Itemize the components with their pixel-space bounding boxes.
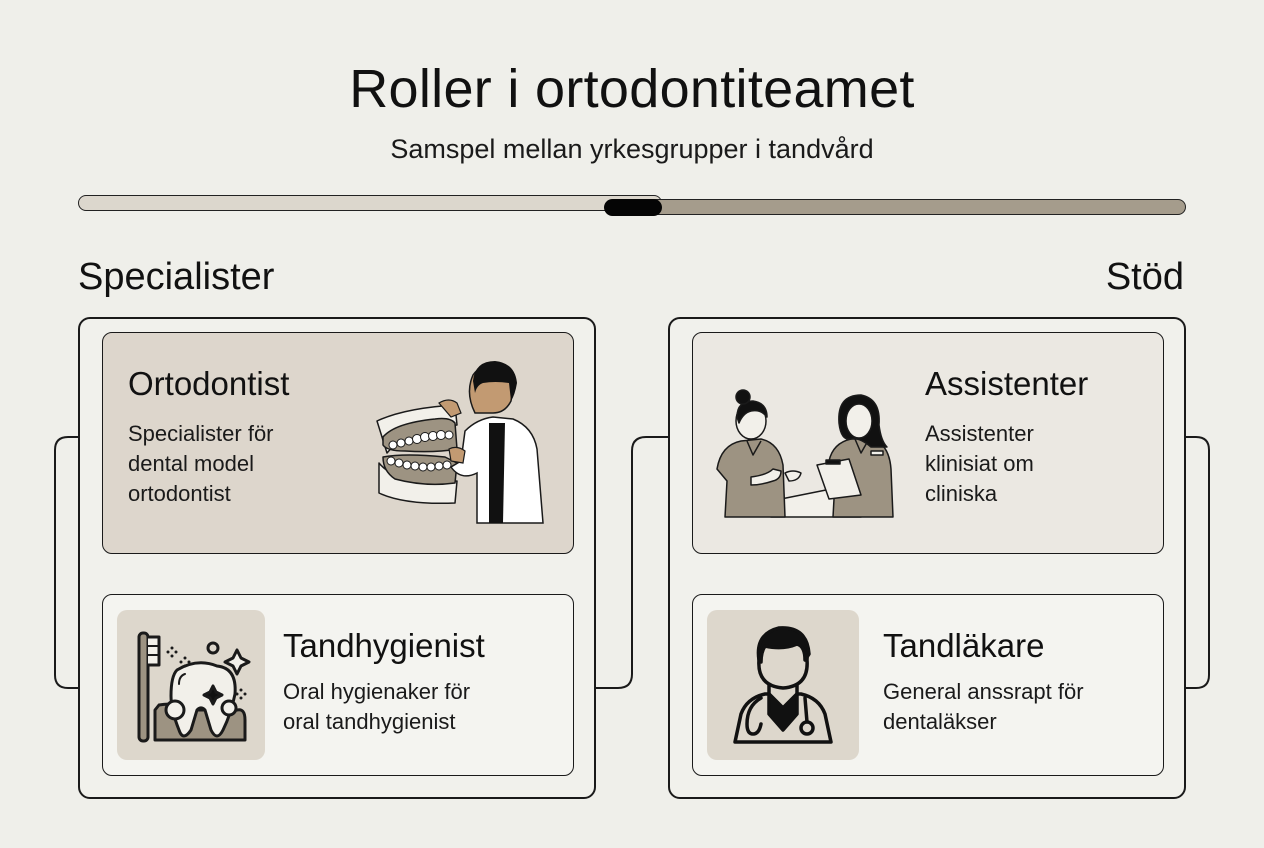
- card-title: Assistenter: [925, 365, 1089, 402]
- slider-thumb[interactable]: [604, 199, 662, 216]
- slider-track-right[interactable]: [620, 199, 1186, 215]
- card-description: General anssrapt för dentaläkser: [883, 679, 1084, 734]
- card-title: Tandhygienist: [283, 627, 485, 664]
- card-tandhygienist[interactable]: Tandhygienist Oral hygienaker för oral t…: [102, 594, 574, 776]
- icon-tile: [707, 610, 859, 760]
- page-title: Roller i ortodontiteamet: [349, 59, 915, 119]
- icon-tile: [117, 610, 265, 760]
- page-subtitle: Samspel mellan yrkesgrupper i tandvård: [390, 134, 874, 164]
- doctor-stethoscope-icon: [733, 626, 833, 744]
- card-title: Ortodontist: [128, 365, 290, 402]
- card-ortodontist[interactable]: Ortodontist Specialister för dental mode…: [102, 332, 574, 554]
- card-description: Oral hygienaker för oral tandhygienist: [283, 679, 471, 734]
- assistants-illustration-icon: [716, 389, 894, 518]
- stod-group: Assistenter Assistenter klinisiat om cli…: [668, 317, 1186, 799]
- slider-track-left[interactable]: [78, 195, 662, 211]
- card-tandlakare[interactable]: Tandläkare General anssrapt för dentaläk…: [692, 594, 1164, 776]
- specialister-group: Ortodontist Specialister för dental mode…: [78, 317, 596, 799]
- orthodontist-illustration-icon: [376, 361, 544, 524]
- section-label-specialister: Specialister: [78, 256, 275, 298]
- card-description: Specialister för dental model ortodontis…: [128, 421, 274, 506]
- section-label-stod: Stöd: [1105, 256, 1184, 298]
- card-assistenter[interactable]: Assistenter Assistenter klinisiat om cli…: [692, 332, 1164, 554]
- card-title: Tandläkare: [883, 627, 1045, 664]
- card-description: Assistenter klinisiat om cliniska: [925, 421, 1034, 506]
- tooth-toothbrush-icon: [137, 631, 251, 743]
